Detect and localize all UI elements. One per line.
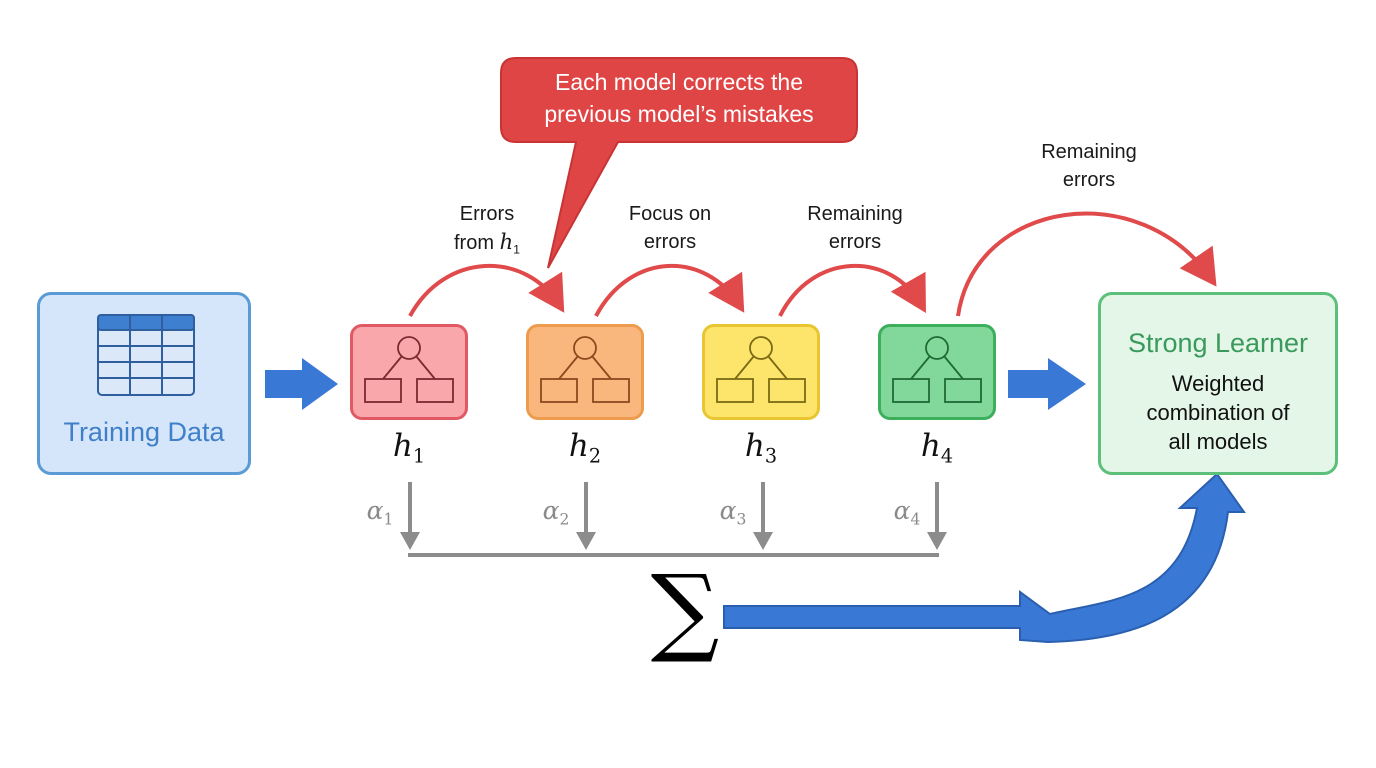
weight-label-a3: α3 bbox=[719, 496, 747, 529]
error-label-1: Errors from h1 bbox=[454, 203, 520, 257]
strong-learner-box: Strong Learner Weighted combination of a… bbox=[1098, 292, 1338, 475]
error-label-3: Remaining errors bbox=[807, 203, 903, 253]
model-label-h4: h4 bbox=[920, 428, 954, 468]
sum-symbol: ∑ bbox=[650, 554, 720, 666]
sum-to-strong-arrow bbox=[723, 472, 1246, 644]
model-label-h1: h1 bbox=[392, 428, 426, 468]
callout-bubble bbox=[500, 57, 858, 269]
error-arrow-1-2 bbox=[408, 263, 565, 317]
error-label-4: Remaining errors bbox=[1041, 141, 1137, 191]
decision-tree-icon bbox=[716, 336, 806, 403]
model-box-h3 bbox=[702, 324, 820, 420]
callout-text: Each model corrects the previous model’s… bbox=[544, 69, 814, 127]
output-flow-arrow bbox=[1008, 358, 1086, 410]
model-box-h2 bbox=[526, 324, 644, 420]
decision-tree-icon bbox=[892, 336, 982, 403]
decision-tree-icon bbox=[540, 336, 630, 403]
error-arrow-2-3 bbox=[594, 263, 745, 317]
weight-label-a1: α1 bbox=[366, 496, 394, 529]
weight-label-a4: α4 bbox=[893, 496, 921, 529]
model-box-h4 bbox=[878, 324, 996, 420]
model-label-h3: h3 bbox=[744, 428, 778, 468]
error-label-2: Focus on errors bbox=[628, 203, 712, 253]
error-arrow-3-4 bbox=[778, 263, 926, 317]
error-arrow-4-strong bbox=[956, 211, 1217, 317]
input-flow-arrow bbox=[265, 358, 338, 410]
weight-arrows bbox=[400, 482, 947, 557]
strong-learner-description: Weighted combination of all models bbox=[1146, 371, 1290, 454]
model-box-h1 bbox=[350, 324, 468, 420]
table-icon bbox=[97, 314, 195, 396]
training-data-label: Training Data bbox=[63, 417, 225, 447]
model-label-h2: h2 bbox=[568, 428, 602, 468]
weight-label-a2: α2 bbox=[542, 496, 570, 529]
strong-learner-title: Strong Learner bbox=[1127, 328, 1309, 358]
training-data-box: Training Data bbox=[37, 292, 251, 475]
decision-tree-icon bbox=[364, 336, 454, 403]
